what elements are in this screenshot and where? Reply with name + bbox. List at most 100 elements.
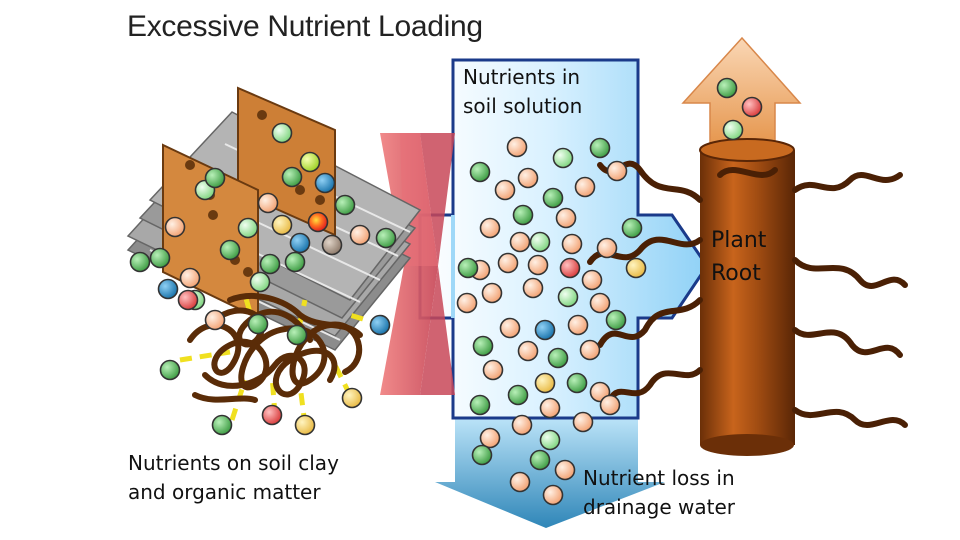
drainage-label: Nutrient loss in drainage water <box>583 464 735 522</box>
nutrient-ion <box>457 257 479 279</box>
nutrient-ion <box>247 313 269 335</box>
nutrient-ion <box>481 282 503 304</box>
nutrient-ion <box>164 216 186 238</box>
nutrient-ion <box>509 231 531 253</box>
nutrient-ion <box>129 251 151 273</box>
nutrient-ion <box>557 286 579 308</box>
nutrient-ion <box>494 179 516 201</box>
nutrient-ion <box>259 253 281 275</box>
nutrient-ion <box>539 397 561 419</box>
nutrient-ion <box>606 160 628 182</box>
nutrient-ion <box>369 314 391 336</box>
nutrient-ion <box>159 359 181 381</box>
nutrient-ion <box>204 309 226 331</box>
nutrient-ion <box>289 232 311 254</box>
nutrient-ion <box>566 372 588 394</box>
nutrient-ion <box>472 335 494 357</box>
nutrient-ion <box>321 234 343 256</box>
nutrient-ion <box>542 187 564 209</box>
nutrient-ion <box>341 387 363 409</box>
nutrient-ion <box>567 314 589 336</box>
nutrient-ion <box>507 384 529 406</box>
nutrient-ion <box>529 449 551 471</box>
nutrient-ion <box>261 404 283 426</box>
plant-root-label-line1: Plant <box>711 228 767 253</box>
clay-label: Nutrients on soil clay and organic matte… <box>128 449 339 507</box>
nutrient-ion <box>529 231 551 253</box>
nutrient-ion <box>294 414 316 436</box>
nutrient-ion <box>482 359 504 381</box>
nutrient-ion <box>581 269 603 291</box>
nutrient-ion <box>554 459 576 481</box>
soil-solution-label: Nutrients in soil solution <box>463 63 582 121</box>
nutrient-ion <box>547 347 569 369</box>
plant-root-label-line2: Root <box>711 261 761 286</box>
nutrient-ions <box>129 77 763 506</box>
nutrient-ion <box>469 161 491 183</box>
nutrient-ion <box>479 217 501 239</box>
nutrient-ion <box>257 192 279 214</box>
nutrient-ion <box>534 372 556 394</box>
plant-root-label: Plant Root <box>711 224 766 290</box>
root-hairs <box>587 160 908 428</box>
nutrient-ion <box>722 119 744 141</box>
nutrient-ion <box>542 484 564 506</box>
nutrient-ion <box>456 292 478 314</box>
nutrient-ion <box>375 227 397 249</box>
nutrient-ion <box>271 214 293 236</box>
nutrient-ion <box>572 411 594 433</box>
nutrient-ion <box>512 204 534 226</box>
nutrient-ion <box>596 237 618 259</box>
nutrient-ion <box>741 96 763 118</box>
nutrient-ion <box>271 122 293 144</box>
nutrient-ion <box>625 257 647 279</box>
nutrient-ion <box>539 429 561 451</box>
nutrient-ion <box>534 319 556 341</box>
drainage-label-line2: drainage water <box>583 495 736 519</box>
nutrient-ion <box>471 444 493 466</box>
nutrient-ion <box>589 292 611 314</box>
nutrient-ion <box>574 176 596 198</box>
nutrient-ion <box>555 207 577 229</box>
nutrient-ion <box>559 257 581 279</box>
nutrient-ion <box>307 211 329 233</box>
nutrient-ion <box>469 394 491 416</box>
nutrient-ion <box>286 324 308 346</box>
nutrient-ion <box>237 217 259 239</box>
nutrient-ion <box>204 167 226 189</box>
nutrient-ion <box>179 267 201 289</box>
nutrient-ion <box>621 217 643 239</box>
nutrient-ion <box>561 233 583 255</box>
nutrient-ion <box>349 224 371 246</box>
nutrient-ion <box>177 289 199 311</box>
nutrient-ion <box>314 172 336 194</box>
nutrient-ion <box>599 394 621 416</box>
page-title: Excessive Nutrient Loading <box>127 10 483 43</box>
nutrient-ion <box>517 167 539 189</box>
nutrient-ion <box>299 151 321 173</box>
uptake-arrow <box>681 36 802 166</box>
nutrient-ion <box>552 147 574 169</box>
clay-label-line1: Nutrients on soil clay <box>128 451 339 475</box>
nutrient-ion <box>506 136 528 158</box>
soil-solution-label-line1: Nutrients in <box>463 65 581 89</box>
nutrient-ion <box>579 339 601 361</box>
nutrient-ion <box>284 251 306 273</box>
nutrient-ion <box>149 247 171 269</box>
nutrient-ion <box>517 340 539 362</box>
soil-solution-label-line2: soil solution <box>463 94 583 118</box>
nutrient-ion <box>479 427 501 449</box>
nutrient-ion <box>334 194 356 216</box>
nutrient-ion <box>522 277 544 299</box>
organic-matter <box>187 293 363 403</box>
nutrient-ion <box>281 166 303 188</box>
nutrient-ion <box>716 77 738 99</box>
nutrient-ion <box>589 137 611 159</box>
nutrient-ion <box>511 414 533 436</box>
nutrient-ion <box>509 471 531 493</box>
plant-root <box>587 138 908 456</box>
nutrient-ion <box>157 278 179 300</box>
nutrient-ion <box>211 414 233 436</box>
nutrient-ion <box>605 309 627 331</box>
